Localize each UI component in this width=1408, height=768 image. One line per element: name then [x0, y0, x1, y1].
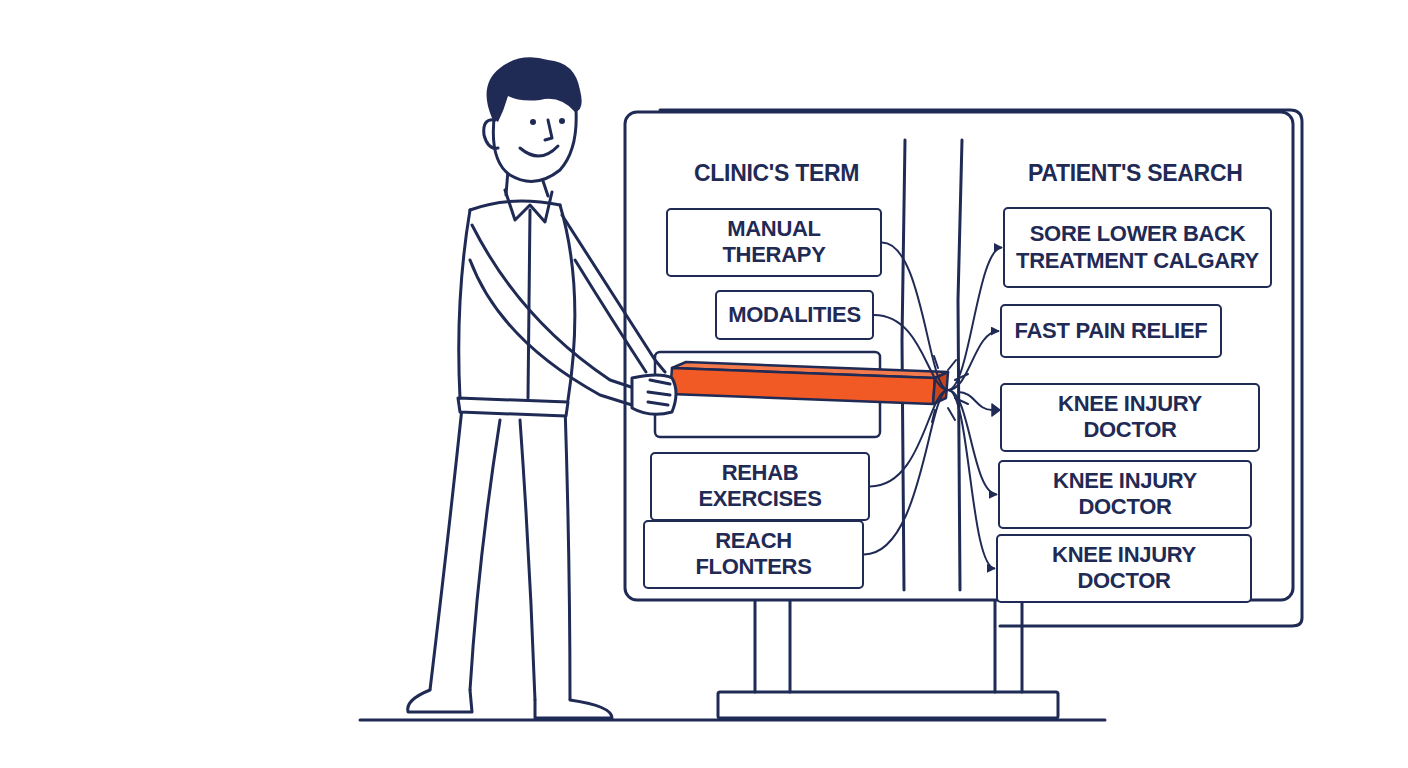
- term-text: KNEE INJURY DOCTOR: [1012, 391, 1248, 444]
- column-heading: PATIENT'S SEARCH: [1028, 160, 1243, 188]
- term-box: FAST PAIN RELIEF: [1000, 304, 1222, 358]
- mapping-arrow: [882, 242, 1002, 390]
- term-text: KNEE INJURY DOCTOR: [1010, 468, 1240, 521]
- term-text: REACH FLONTERS: [655, 528, 852, 581]
- term-box: SORE LOWER BACK TREATMENT CALGARY: [1003, 207, 1272, 288]
- term-box: REHAB EXERCISES: [650, 452, 870, 521]
- term-box: KNEE INJURY DOCTOR: [998, 460, 1252, 529]
- column-heading: CLINIC'S TERM: [694, 160, 859, 188]
- term-text: FAST PAIN RELIEF: [1015, 318, 1208, 344]
- term-text: MANUAL THERAPY: [678, 216, 870, 269]
- mapping-arrow: [870, 390, 997, 494]
- mapping-arrow: [864, 390, 995, 568]
- term-text: SORE LOWER BACK TREATMENT CALGARY: [1015, 221, 1260, 274]
- mapping-arrow: [874, 315, 999, 390]
- term-box: KNEE INJURY DOCTOR: [1000, 383, 1260, 452]
- term-box: REACH FLONTERS: [643, 520, 864, 589]
- term-box: MANUAL THERAPY: [666, 208, 882, 277]
- term-text: KNEE INJURY DOCTOR: [1008, 542, 1240, 595]
- term-box: KNEE INJURY DOCTOR: [996, 534, 1252, 603]
- term-text: REHAB EXERCISES: [662, 460, 858, 513]
- term-box: MODALITIES: [715, 290, 874, 340]
- term-text: MODALITIES: [728, 302, 861, 328]
